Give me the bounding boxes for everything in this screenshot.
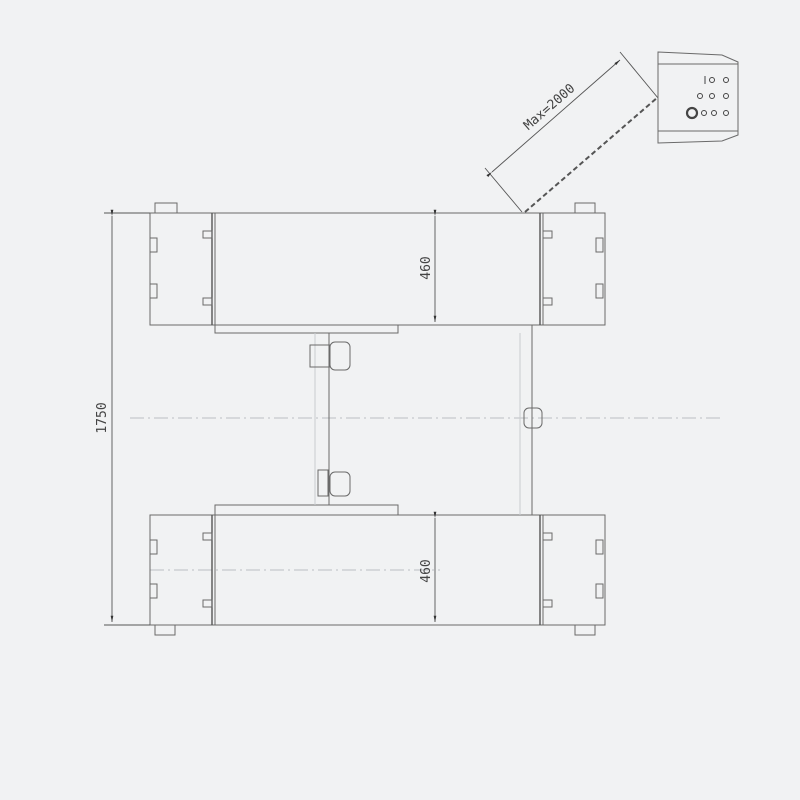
bottom-platform xyxy=(149,504,606,636)
center-beam xyxy=(309,333,351,505)
caster-wheel-icon xyxy=(329,471,351,497)
caster-wheel-icon xyxy=(329,341,351,371)
dimension-bottom-width: 460 xyxy=(419,559,434,582)
dimension-top-width: 460 xyxy=(419,256,434,279)
dimension-line-reach xyxy=(486,59,621,178)
control-buttons-icon xyxy=(685,76,729,120)
caster-wheel-icon xyxy=(523,407,543,429)
side-beam xyxy=(519,325,543,515)
dimension-reach: Max=2000 xyxy=(521,81,578,133)
dimension-overall-length: 1750 xyxy=(95,402,110,433)
control-pendant xyxy=(657,51,739,144)
top-platform xyxy=(149,202,606,334)
cable-dashed-line xyxy=(524,96,659,213)
